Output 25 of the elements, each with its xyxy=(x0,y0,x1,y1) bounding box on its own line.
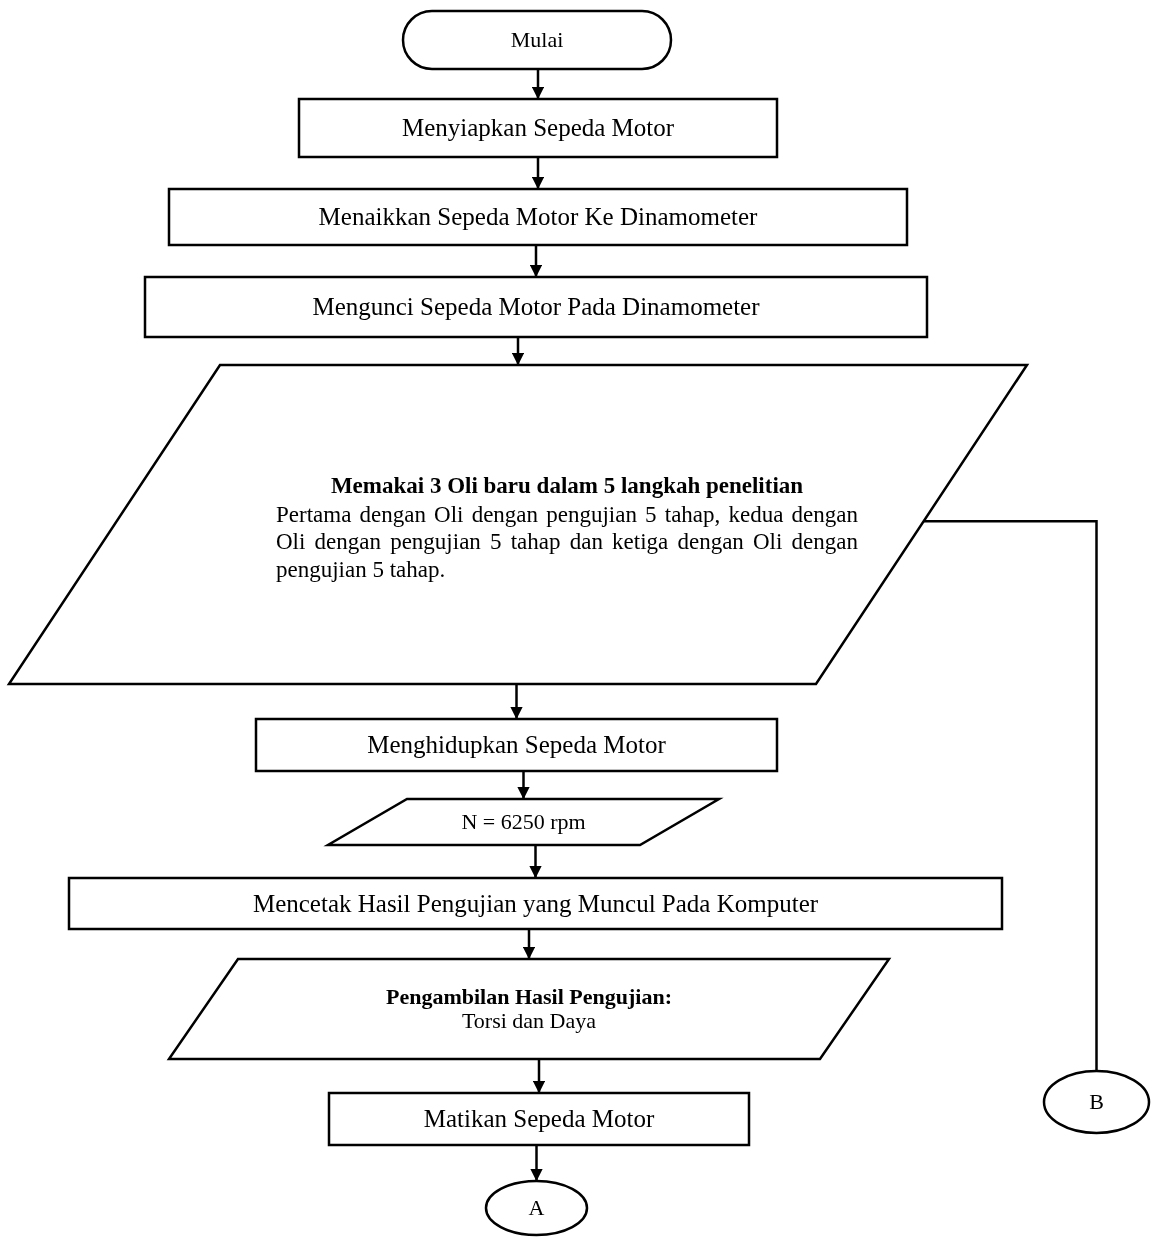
node-label: Torsi dan Daya xyxy=(461,1009,597,1034)
node-label: Mengunci Sepeda Motor Pada Dinamometer xyxy=(312,293,760,321)
body-paragraph: Pertama dengan Oli dengan pengujian 5 tahap, kedua dengan Oli dengan pengujian 5 tahap dan ketiga dengan Oli dengan pengujian 5 tahap. xyxy=(276,500,858,584)
arrow xyxy=(531,158,545,190)
heading-text: Memakai 3 Oli baru dalam 5 langkah penelitian xyxy=(330,473,804,499)
arrow xyxy=(531,70,545,100)
node-label: Menyiapkan Sepeda Motor xyxy=(401,114,675,142)
arrow xyxy=(529,246,543,278)
node-label: Menghidupkan Sepeda Motor xyxy=(367,731,666,759)
node-label: N = 6250 rpm xyxy=(461,809,586,835)
node-label: Menaikkan Sepeda Motor Ke Dinamometer xyxy=(318,203,758,231)
node-label: Matikan Sepeda Motor xyxy=(423,1105,655,1133)
connector-line xyxy=(923,520,1098,1071)
arrow xyxy=(511,338,525,366)
arrow xyxy=(532,1060,546,1094)
arrow xyxy=(517,772,530,800)
node-label: B xyxy=(1089,1089,1104,1115)
arrow xyxy=(510,685,523,720)
arrow xyxy=(530,1146,543,1182)
arrow xyxy=(529,846,542,879)
arrow xyxy=(522,930,536,960)
heading-text: Pengambilan Hasil Pengujian: xyxy=(385,984,672,1009)
node-label: Mulai xyxy=(510,27,564,53)
node-label: Mencetak Hasil Pengujian yang Muncul Pada Komputer xyxy=(252,889,819,918)
node-label: A xyxy=(528,1195,545,1221)
